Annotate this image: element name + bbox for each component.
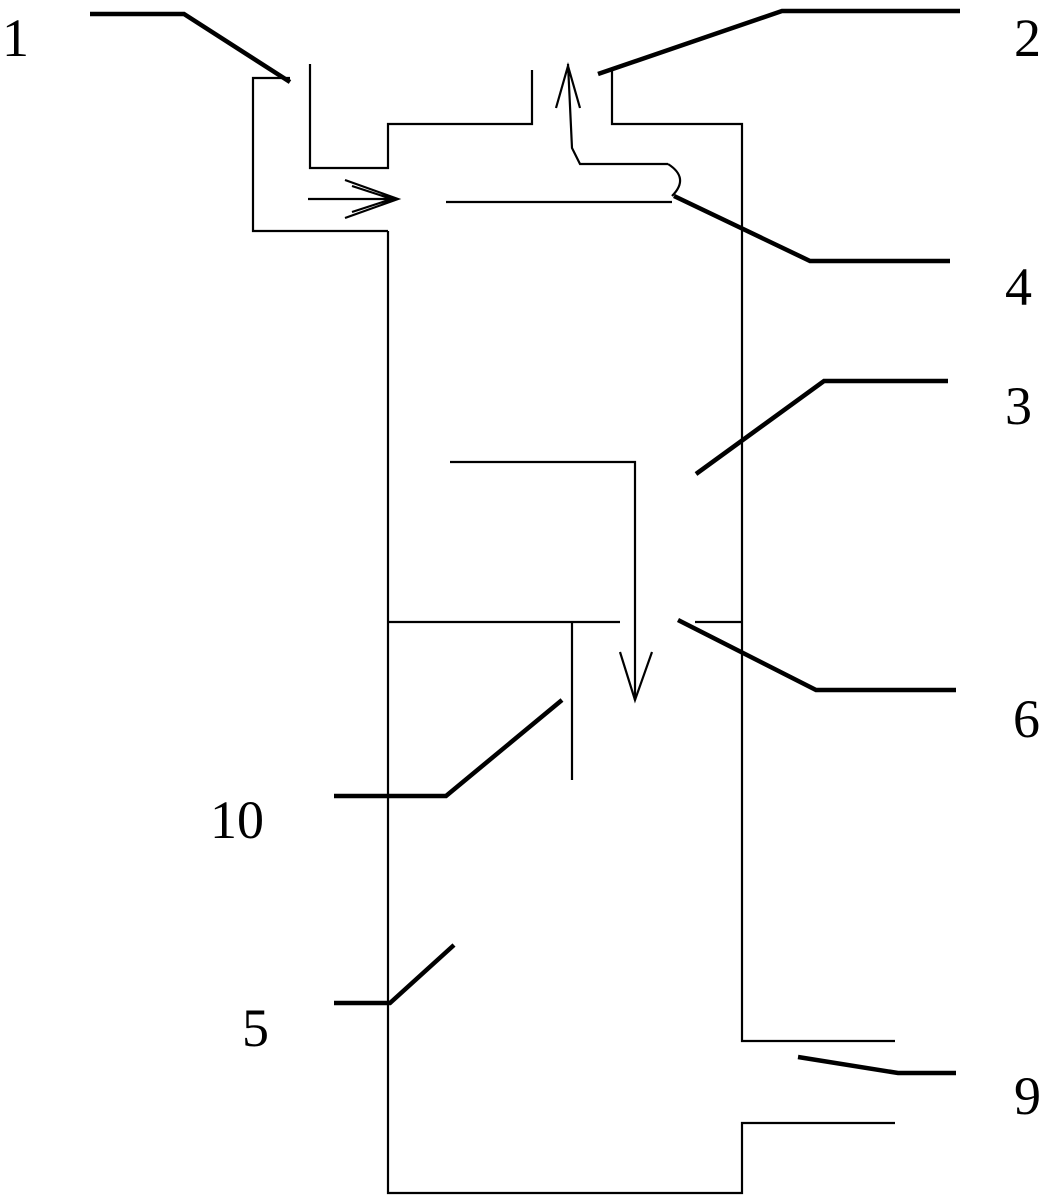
label-4: 4 xyxy=(1005,257,1032,317)
leader-5 xyxy=(334,943,456,1006)
leader-10 xyxy=(334,698,564,799)
label-5: 5 xyxy=(242,998,269,1058)
leader-1 xyxy=(90,11,292,84)
label-1: 1 xyxy=(2,8,29,68)
leader-9 xyxy=(797,1054,956,1076)
downcomer-arrow xyxy=(618,651,654,704)
downcomer-pipe xyxy=(450,460,637,700)
outlet-flow-curve xyxy=(667,163,682,197)
inlet-arrow xyxy=(308,178,402,220)
label-6: 6 xyxy=(1013,689,1040,749)
leader-4 xyxy=(673,193,950,264)
label-3: 3 xyxy=(1005,376,1032,436)
outlet-flow-arrow xyxy=(554,61,668,166)
leader-3 xyxy=(694,378,948,476)
vessel-outline xyxy=(251,64,895,1195)
label-2: 2 xyxy=(1014,8,1041,68)
label-9: 9 xyxy=(1014,1066,1041,1126)
leader-2 xyxy=(597,8,960,77)
leader-6 xyxy=(676,617,956,693)
label-10: 10 xyxy=(210,790,264,850)
